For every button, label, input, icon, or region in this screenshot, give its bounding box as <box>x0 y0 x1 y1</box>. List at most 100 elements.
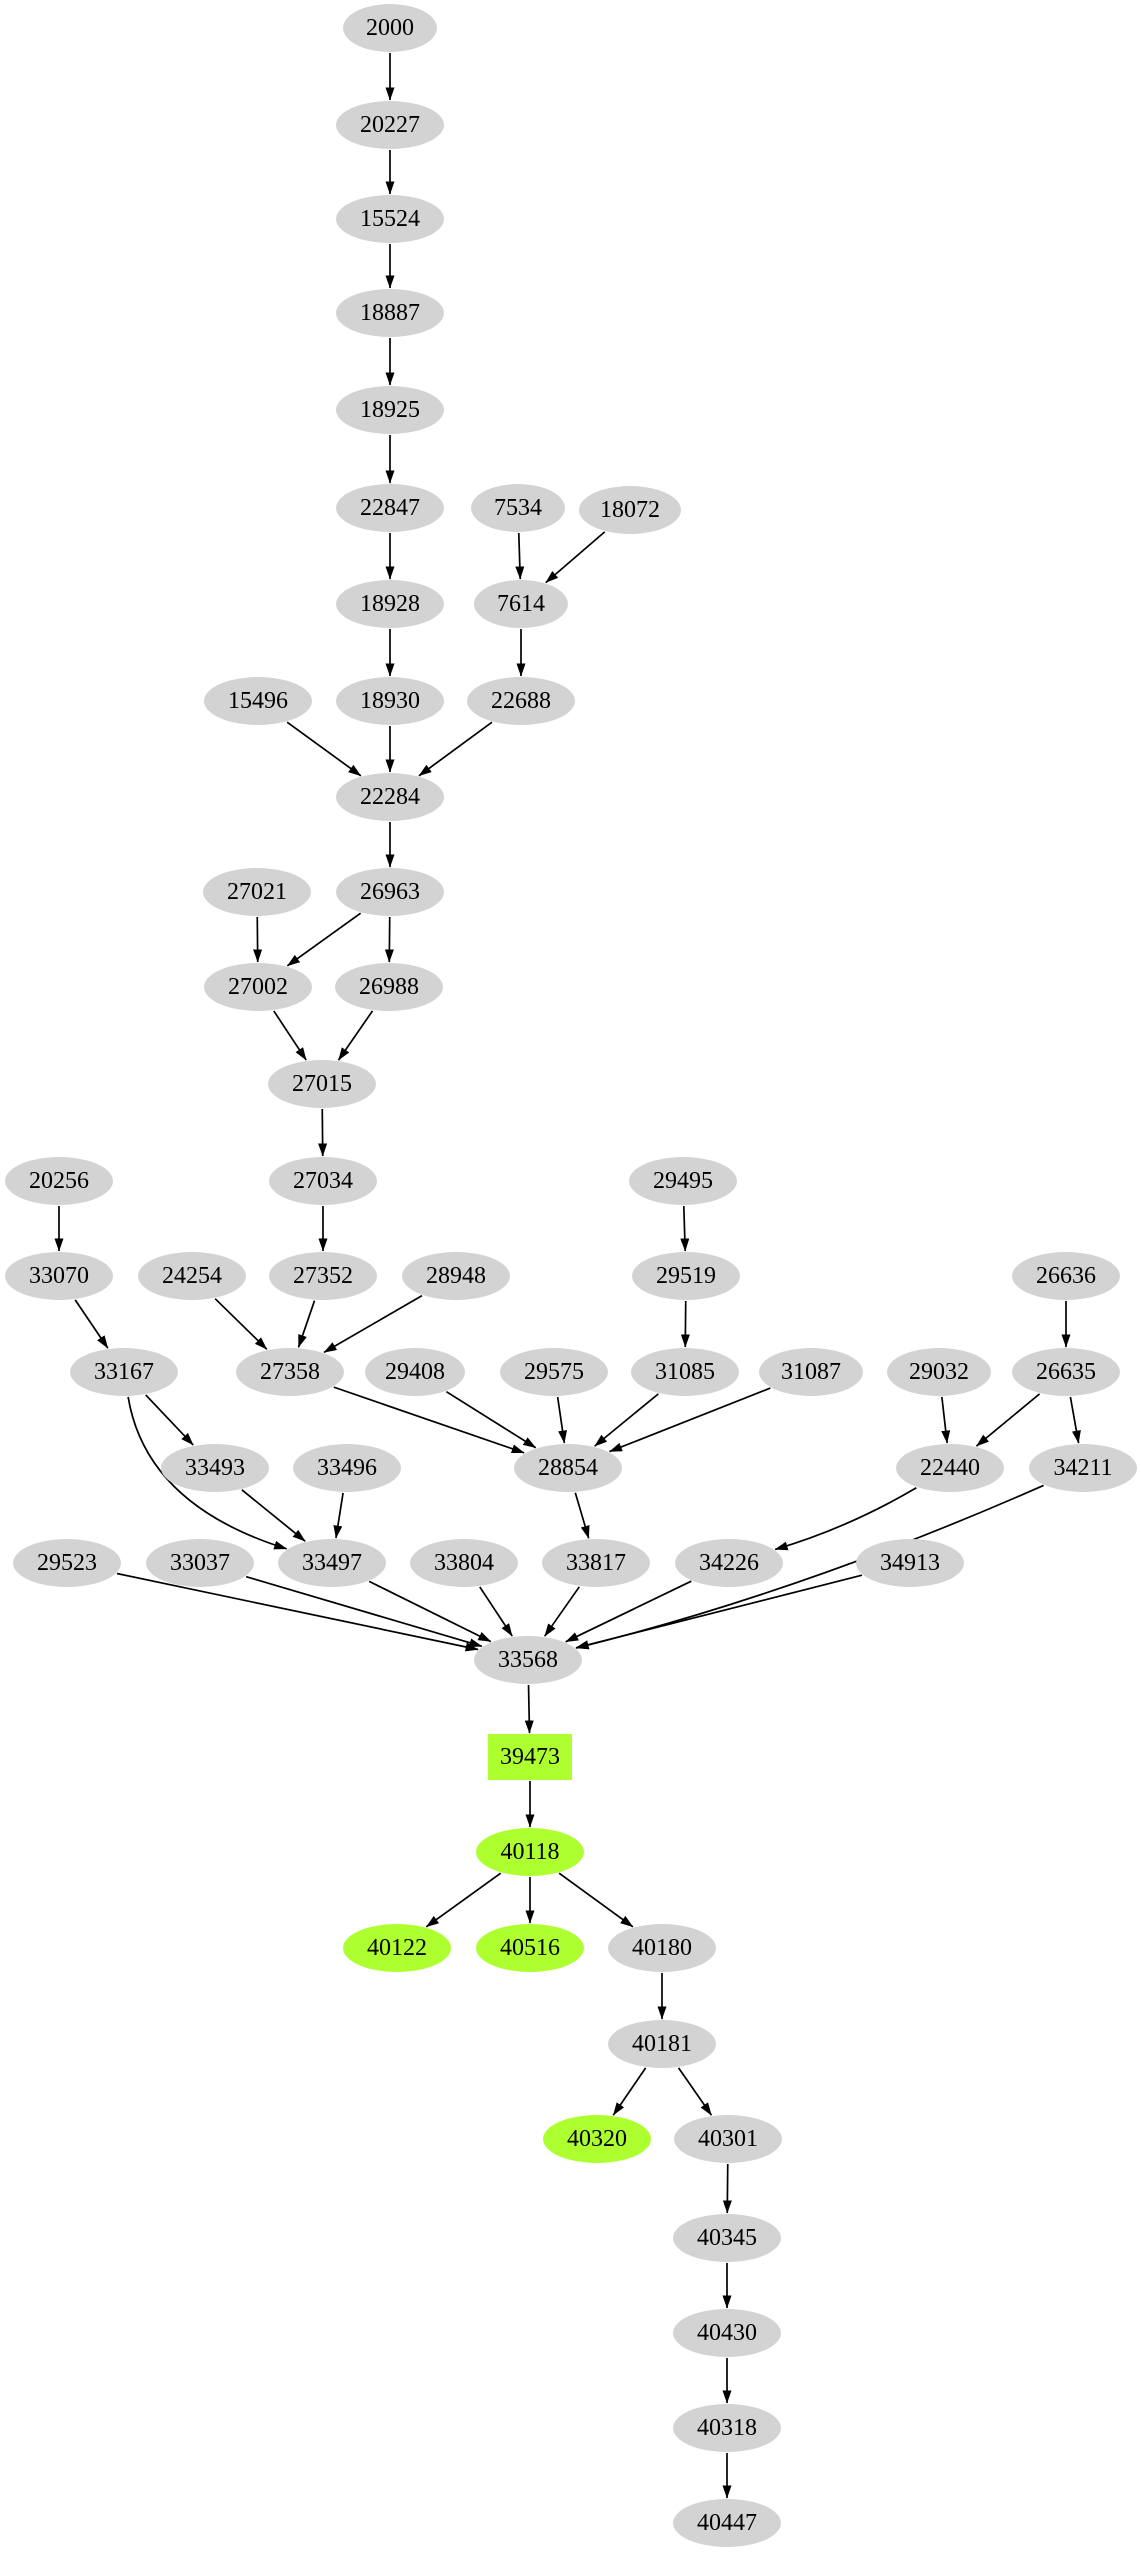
edge-31087-to-28854 <box>609 1387 771 1453</box>
graph-node-18887: 18887 <box>336 289 444 337</box>
edge-33070-to-33167 <box>74 1299 109 1349</box>
graph-node-33037: 33037 <box>146 1539 254 1587</box>
edge-33817-to-33568 <box>544 1586 580 1637</box>
graph-node-26963: 26963 <box>336 868 444 916</box>
graph-node-40118: 40118 <box>476 1828 584 1876</box>
graph-node-27015: 27015 <box>268 1060 376 1108</box>
graph-node-29495: 29495 <box>629 1157 737 1205</box>
graph-node-40318: 40318 <box>673 2404 781 2452</box>
edge-18072-to-7614 <box>545 531 606 584</box>
edge-26988-to-27015 <box>337 1010 374 1061</box>
graph-node-28854: 28854 <box>514 1444 622 1492</box>
graph-node-29575: 29575 <box>500 1348 608 1396</box>
edge-27358-to-28854 <box>333 1386 525 1454</box>
graph-node-40516: 40516 <box>476 1924 584 1972</box>
graph-node-20256: 20256 <box>5 1157 113 1205</box>
edge-33804-to-33568 <box>479 1586 513 1637</box>
graph-node-40345: 40345 <box>673 2214 781 2262</box>
edge-34226-to-33568 <box>565 1580 692 1643</box>
graph-node-39473: 39473 <box>488 1734 572 1780</box>
edge-31085-to-28854 <box>594 1393 659 1447</box>
graph-node-26636: 26636 <box>1012 1252 1120 1300</box>
edge-33496-to-33497 <box>333 1492 344 1539</box>
graph-node-33568: 33568 <box>474 1636 582 1684</box>
edge-29495-to-29519 <box>680 1205 690 1252</box>
graph-node-18930: 18930 <box>336 677 444 725</box>
edge-40181-to-40301 <box>677 2067 713 2116</box>
edge-26635-to-22440 <box>975 1393 1041 1447</box>
edge-29575-to-28854 <box>556 1396 568 1444</box>
edge-group <box>54 53 1081 2499</box>
graph-node-33497: 33497 <box>278 1539 386 1587</box>
graph-node-27002: 27002 <box>204 963 312 1011</box>
edge-29032-to-22440 <box>941 1396 951 1444</box>
graph-node-40430: 40430 <box>673 2309 781 2357</box>
edge-26635-to-34211 <box>1069 1396 1081 1444</box>
graph-node-33496: 33496 <box>293 1444 401 1492</box>
graph-node-26988: 26988 <box>335 963 443 1011</box>
edge-22688-to-22284 <box>418 721 493 777</box>
graph-node-34226: 34226 <box>675 1539 783 1587</box>
graph-node-29523: 29523 <box>13 1539 121 1587</box>
edge-26963-to-27002 <box>286 912 362 967</box>
edge-40118-to-40180 <box>558 1872 634 1928</box>
edge-40181-to-40320 <box>612 2067 647 2116</box>
graph-node-27358: 27358 <box>236 1348 344 1396</box>
graph-node-18072: 18072 <box>579 486 681 534</box>
graph-node-22847: 22847 <box>336 484 444 532</box>
graph-node-15496: 15496 <box>204 677 312 725</box>
edge-29523-to-33568 <box>116 1572 479 1652</box>
edge-40118-to-40122 <box>425 1872 502 1928</box>
graph-node-31087: 31087 <box>759 1348 863 1396</box>
graph-node-40181: 40181 <box>608 2020 716 2068</box>
graph-node-33817: 33817 <box>542 1539 650 1587</box>
graph-node-40301: 40301 <box>674 2115 782 2163</box>
graph-node-34913: 34913 <box>856 1539 964 1587</box>
edge-29408-to-28854 <box>445 1390 537 1449</box>
edge-34913-to-33568 <box>575 1574 863 1650</box>
edge-28948-to-27358 <box>323 1294 423 1354</box>
edge-33497-to-33568 <box>368 1580 492 1643</box>
graph-node-40447: 40447 <box>673 2499 781 2547</box>
graph-node-15524: 15524 <box>336 195 444 243</box>
graph-node-20227: 20227 <box>336 101 444 149</box>
edge-24254-to-27358 <box>214 1298 268 1350</box>
graph-node-29032: 29032 <box>887 1348 991 1396</box>
graph-node-2000: 2000 <box>343 4 437 52</box>
graph-node-18925: 18925 <box>336 386 444 434</box>
graph-node-27021: 27021 <box>203 868 311 916</box>
graph-node-18928: 18928 <box>336 580 444 628</box>
graph-node-22284: 22284 <box>336 773 444 821</box>
edge-33568-to-39473 <box>524 1684 534 1734</box>
graph-node-40320: 40320 <box>543 2115 651 2163</box>
edge-27352-to-27358 <box>297 1300 316 1348</box>
graph-node-29519: 29519 <box>632 1252 740 1300</box>
edge-33493-to-33497 <box>241 1489 306 1542</box>
edge-33037-to-33568 <box>245 1575 483 1648</box>
graph-node-34211: 34211 <box>1029 1444 1137 1492</box>
graph-node-7614: 7614 <box>474 580 568 628</box>
graph-node-7534: 7534 <box>471 484 565 532</box>
edge-22440-to-34226 <box>774 1487 917 1551</box>
edge-33167-to-33493 <box>145 1394 194 1446</box>
graph-node-33070: 33070 <box>5 1252 113 1300</box>
graph-node-40180: 40180 <box>608 1924 716 1972</box>
edge-28854-to-33817 <box>574 1492 590 1539</box>
graph-node-27352: 27352 <box>269 1252 377 1300</box>
graph-node-27034: 27034 <box>269 1157 377 1205</box>
graph-node-22440: 22440 <box>896 1444 1004 1492</box>
graph-node-22688: 22688 <box>467 677 575 725</box>
graph-node-33167: 33167 <box>70 1348 178 1396</box>
edge-7534-to-7614 <box>515 532 525 580</box>
graph-node-31085: 31085 <box>631 1348 739 1396</box>
graph-node-29408: 29408 <box>365 1348 465 1396</box>
graph-node-26635: 26635 <box>1012 1348 1120 1396</box>
graph-node-40122: 40122 <box>343 1924 451 1972</box>
graph-node-33493: 33493 <box>161 1444 269 1492</box>
graph-node-28948: 28948 <box>402 1252 510 1300</box>
edge-15496-to-22284 <box>286 721 362 777</box>
edge-27002-to-27015 <box>273 1010 307 1061</box>
